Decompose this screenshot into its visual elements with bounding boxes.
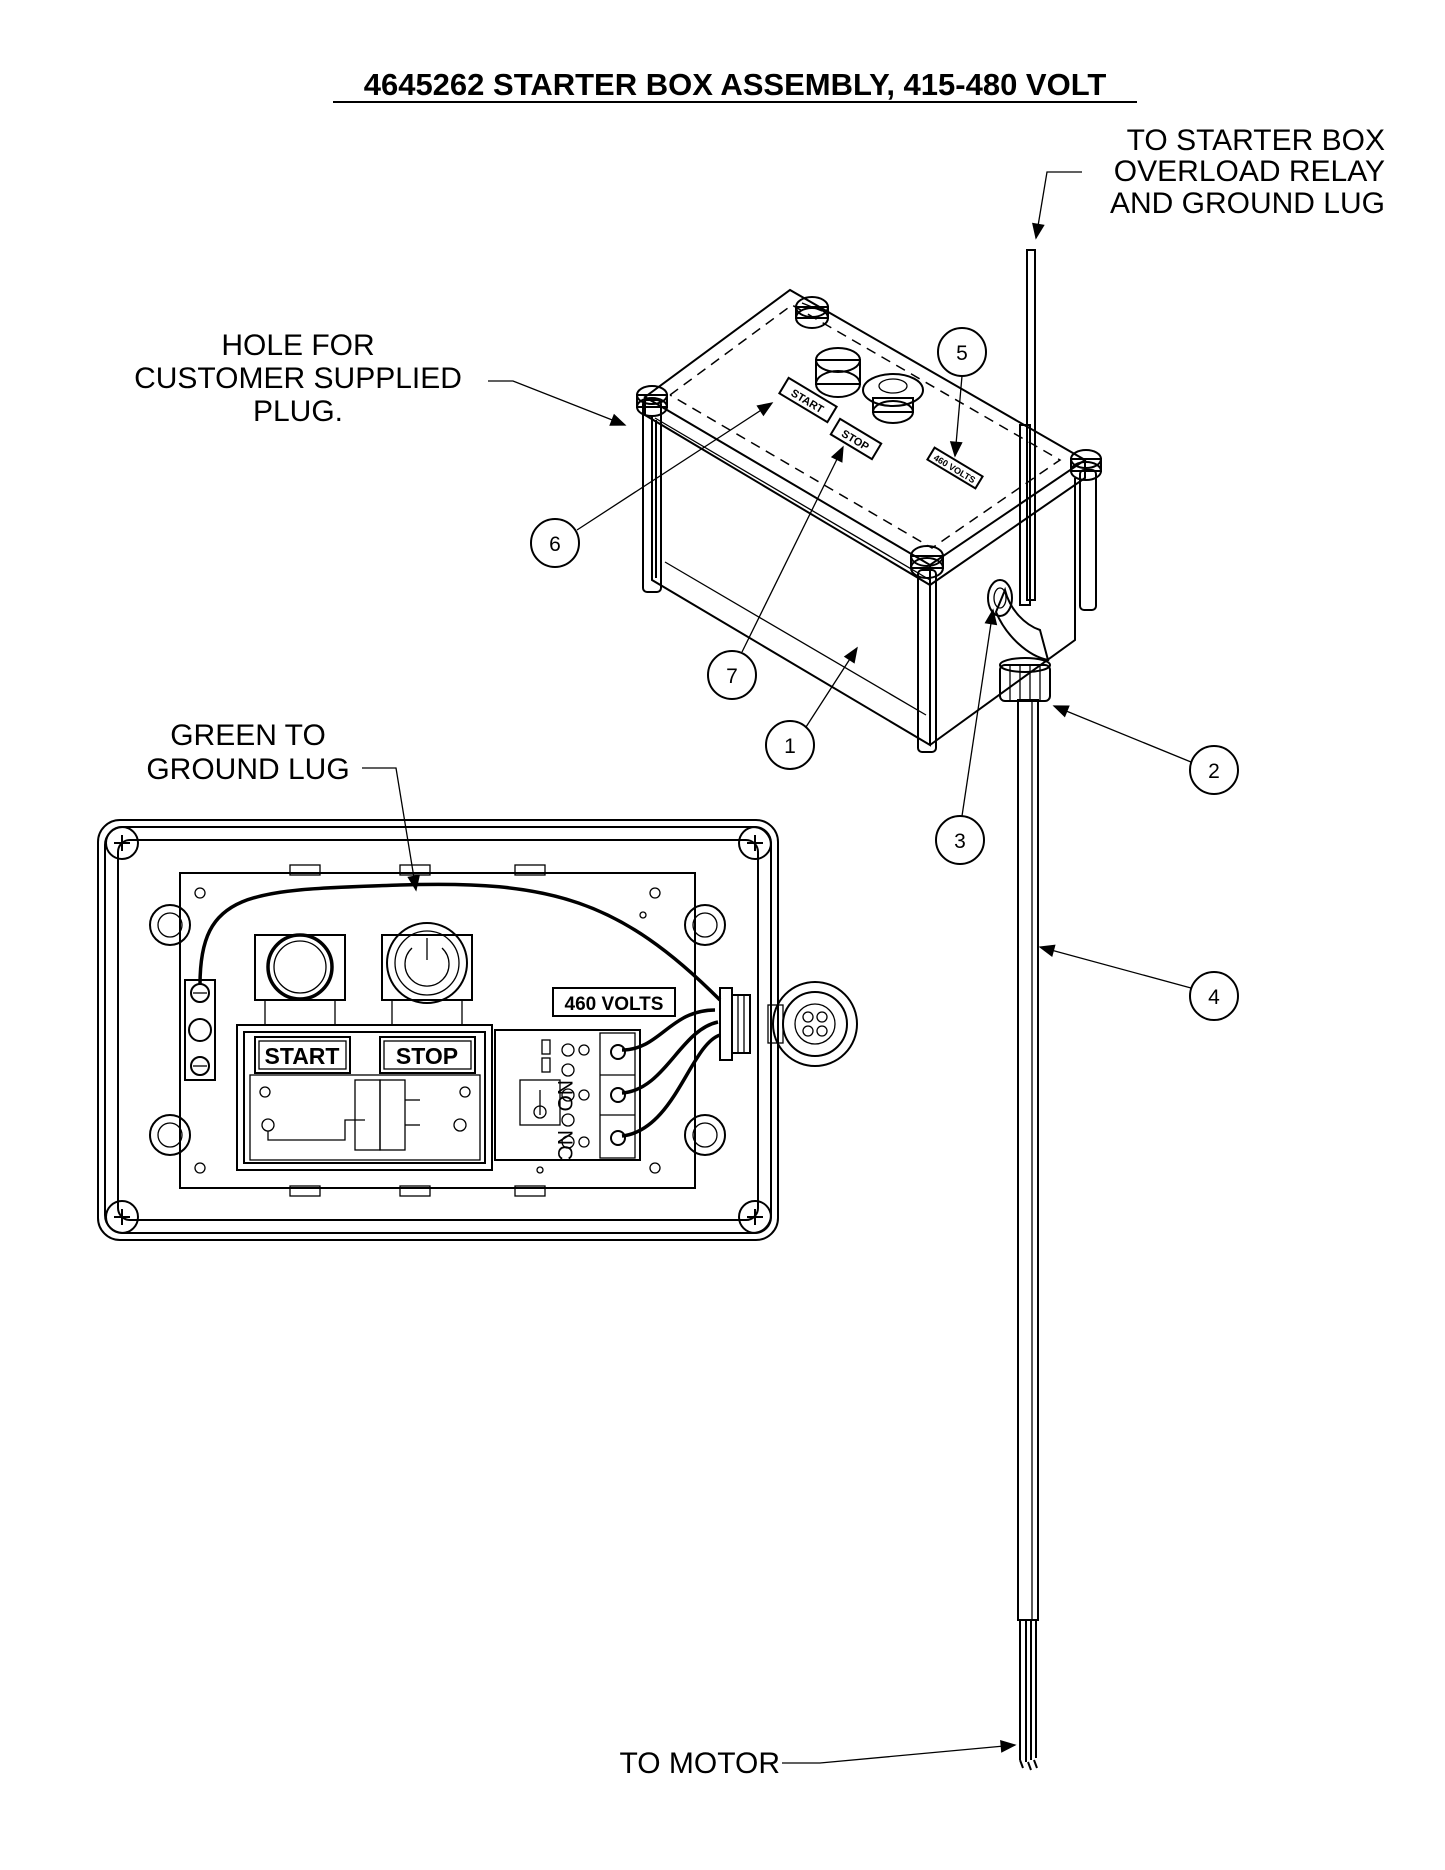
relay-mark-no: NO: [553, 1080, 576, 1112]
leader-green-to-ground: [362, 767, 420, 892]
callout-7: 7: [707, 650, 757, 700]
leader-5: [949, 375, 963, 458]
svg-text:4: 4: [1208, 986, 1220, 1009]
svg-text:TO STARTER BOX: TO STARTER BOX: [1127, 124, 1385, 157]
svg-text:CUSTOMER SUPPLIED: CUSTOMER SUPPLIED: [134, 362, 462, 395]
leader-hole-for-plug: [488, 380, 627, 426]
to-starter-box-label: TO STARTER BOX OVERLOAD RELAY AND GROUND…: [1110, 124, 1385, 220]
starter-box-3d: START STOP 460 VOLTS: [636, 288, 1102, 753]
power-cable: [1017, 249, 1039, 1771]
green-to-ground-label: GREEN TO GROUND LUG: [146, 719, 349, 786]
starter-box-open-view: START STOP 460 VOLTS NO NC: [97, 819, 858, 1241]
callout-1: 1: [765, 720, 815, 770]
callout-2: 2: [1189, 745, 1239, 795]
start-plate: START: [265, 1043, 340, 1069]
relay-terminals: [561, 1043, 590, 1149]
leader-to-motor: [782, 1739, 1017, 1764]
volts-plate: 460 VOLTS: [565, 994, 664, 1015]
svg-text:3: 3: [954, 830, 966, 853]
leader-4: [1038, 944, 1192, 989]
callout-3: 3: [935, 815, 985, 865]
leader-to-starter-box: [1032, 171, 1082, 240]
svg-text:PLUG.: PLUG.: [253, 395, 343, 428]
leader-2: [1052, 705, 1192, 763]
svg-text:2: 2: [1208, 760, 1220, 783]
svg-text:6: 6: [549, 533, 561, 556]
svg-text:AND GROUND LUG: AND GROUND LUG: [1110, 187, 1385, 220]
stop-plate: STOP: [396, 1043, 458, 1069]
callout-4: 4: [1189, 971, 1239, 1021]
svg-text:1: 1: [784, 735, 796, 758]
svg-text:5: 5: [956, 342, 968, 365]
svg-text:GROUND LUG: GROUND LUG: [146, 753, 349, 786]
callout-5: 5: [937, 327, 987, 377]
callout-6: 6: [530, 518, 580, 568]
svg-text:7: 7: [726, 665, 738, 688]
svg-text:OVERLOAD RELAY: OVERLOAD RELAY: [1114, 155, 1385, 188]
leader-1: [805, 646, 858, 728]
leader-6: [576, 402, 774, 531]
svg-text:HOLE FOR: HOLE FOR: [221, 329, 374, 362]
svg-text:GREEN TO: GREEN TO: [170, 719, 326, 752]
leader-3: [961, 608, 998, 817]
drawing-title: 4645262 STARTER BOX ASSEMBLY, 415-480 VO…: [364, 67, 1107, 102]
hole-for-plug-label: HOLE FOR CUSTOMER SUPPLIED PLUG.: [134, 329, 462, 428]
relay-mark-nc: NC: [553, 1130, 576, 1160]
to-motor-label: TO MOTOR: [619, 1747, 780, 1780]
leader-7: [741, 445, 844, 653]
